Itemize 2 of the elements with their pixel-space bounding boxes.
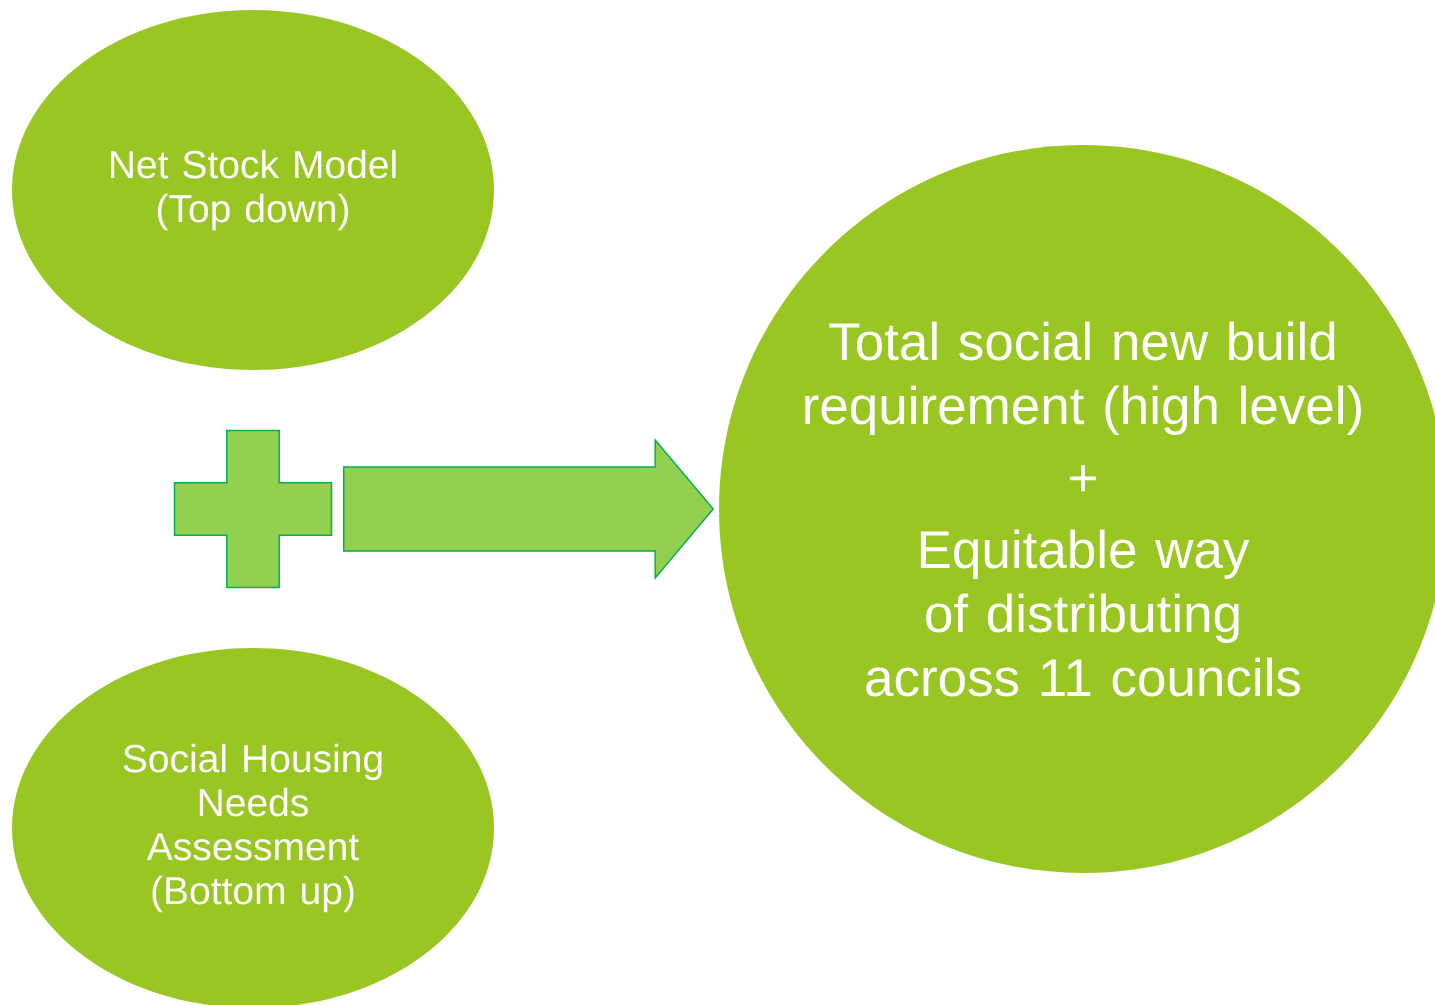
block-arrow bbox=[342, 437, 715, 581]
plus-sign bbox=[173, 429, 333, 589]
